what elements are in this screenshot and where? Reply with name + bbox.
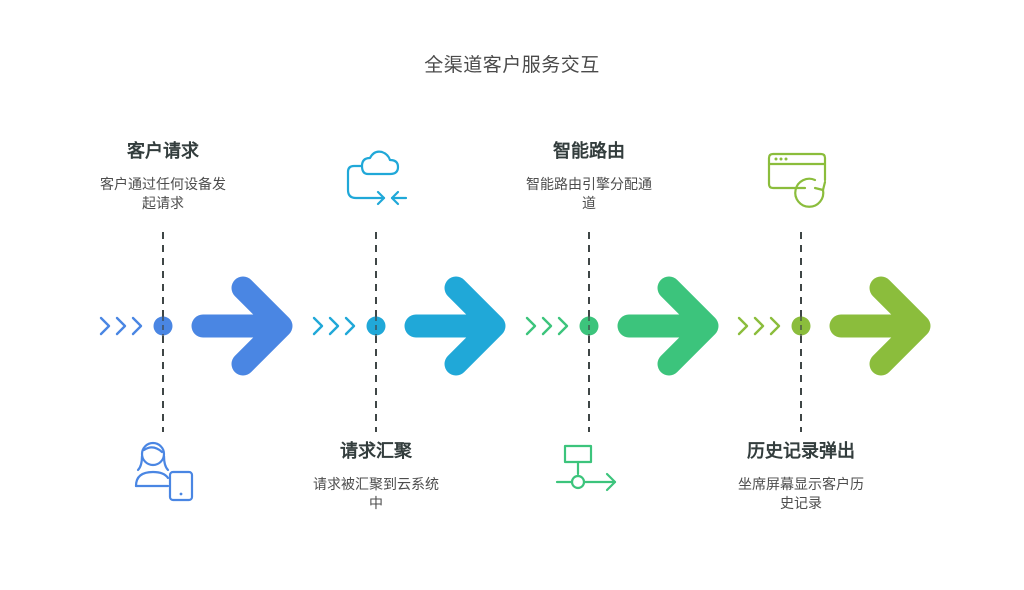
stage-3-label: 智能路由 智能路由引擎分配通 道 — [504, 140, 674, 214]
stage-2-description-line-1: 请求被汇聚到云系统 — [313, 477, 439, 493]
stage-4-chevron-icon — [769, 316, 781, 336]
stage-1-chevron-icon — [131, 316, 143, 336]
stage-2-label: 请求汇聚 请求被汇聚到云系统 中 — [291, 440, 461, 514]
stage-4-description: 坐席屏幕显示客户历 史记录 — [716, 476, 886, 514]
stage-1-description-line-1: 客户通过任何设备发 — [100, 177, 226, 193]
stage-2-description-line-2: 中 — [369, 496, 383, 512]
stage-3-description-line-1: 智能路由引擎分配通 — [526, 177, 652, 193]
stage-3-chevron-icon — [557, 316, 569, 336]
stage-4-heading: 历史记录弹出 — [747, 441, 855, 462]
stage-4-chevron-icon — [737, 316, 749, 336]
stage-2-heading: 请求汇聚 — [340, 441, 412, 462]
stage-3-chevron-icon — [541, 316, 553, 336]
stage-1-chevron-icon — [115, 316, 127, 336]
diagram-title: 全渠道客户服务交互 — [424, 54, 600, 76]
stage-2-arrow-icon — [404, 276, 506, 376]
browser-refresh-icon — [767, 152, 827, 208]
stage-2-description: 请求被汇聚到云系统 中 — [291, 476, 461, 514]
stage-3-description: 智能路由引擎分配通 道 — [504, 176, 674, 214]
stage-4-description-line-2: 史记录 — [780, 496, 822, 512]
stage-2-chevron-icon — [312, 316, 324, 336]
stage-2-chevron-icon — [328, 316, 340, 336]
stage-4-chevron-icon — [753, 316, 765, 336]
stage-2-chevron-icon — [344, 316, 356, 336]
stage-1-arrow-icon — [191, 276, 293, 376]
stage-3-chevron-icon — [525, 316, 537, 336]
stage-3-description-line-2: 道 — [582, 196, 596, 212]
stage-1-label: 客户请求 客户通过任何设备发 起请求 — [78, 140, 248, 214]
stage-4-description-line-1: 坐席屏幕显示客户历 — [738, 477, 864, 493]
routing-node-icon — [555, 444, 617, 492]
stage-1-description-line-2: 起请求 — [142, 196, 184, 212]
stage-3-arrow-icon — [617, 276, 719, 376]
stage-1-description: 客户通过任何设备发 起请求 — [78, 176, 248, 214]
stage-1-chevron-icon — [99, 316, 111, 336]
stage-4-arrow-icon — [829, 276, 931, 376]
cloud-converge-arrows-icon — [346, 150, 408, 206]
person-with-tablet-icon — [134, 441, 194, 502]
stage-3-heading: 智能路由 — [553, 141, 625, 162]
stage-4-label: 历史记录弹出 坐席屏幕显示客户历 史记录 — [716, 440, 886, 514]
stage-1-heading: 客户请求 — [127, 141, 199, 162]
